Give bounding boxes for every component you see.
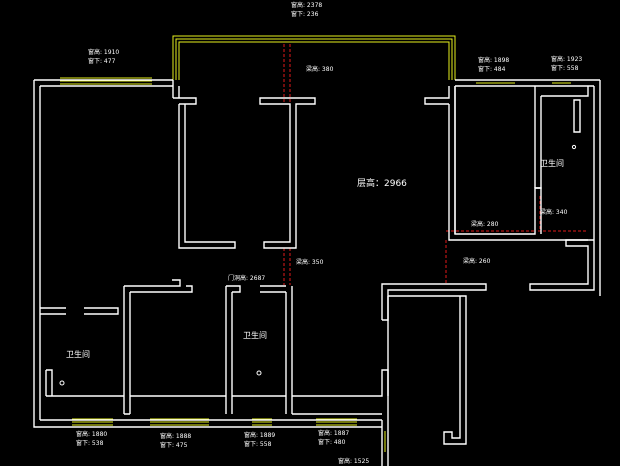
window-sill-top-center: 窗下: 236 xyxy=(291,10,319,18)
beam-label-mid-corridor: 梁高: 350 xyxy=(296,258,324,266)
window-height-bottom2: 窗高: 1888 xyxy=(160,432,191,440)
window-sill-top-left: 窗下: 477 xyxy=(88,57,116,65)
window-height-top-center: 窗高: 2378 xyxy=(291,1,322,9)
window-sill-bottom2: 窗下: 475 xyxy=(160,441,188,449)
window-height-top-right1: 窗高: 1898 xyxy=(478,56,509,64)
beam-label-right-corridor: 梁高: 260 xyxy=(463,257,491,265)
window-sill-top-right2: 窗下: 558 xyxy=(551,64,579,72)
window-height-bottom5: 窗高: 1525 xyxy=(338,457,369,465)
room-label-bathroom-right: 卫生间 xyxy=(540,158,564,168)
ceiling-height-label: 层高：2966 xyxy=(357,177,407,189)
beams xyxy=(283,44,588,285)
window-sill-bottom4: 窗下: 480 xyxy=(318,438,346,446)
beam-label-right-room: 梁高: 280 xyxy=(471,220,499,228)
room-label-bathroom-left: 卫生间 xyxy=(66,349,90,359)
beam-label-top-mid: 梁高: 380 xyxy=(306,65,334,73)
window-sill-bottom3: 窗下: 558 xyxy=(244,440,272,448)
window-sill-top-right1: 窗下: 484 xyxy=(478,65,506,73)
window-height-bottom1: 窗高: 1880 xyxy=(76,430,107,438)
walls xyxy=(33,79,601,466)
window-height-bottom3: 窗高: 1889 xyxy=(244,431,275,439)
window-height-top-left: 窗高: 1910 xyxy=(88,48,119,56)
door-height-label: 门洞高: 2687 xyxy=(228,274,265,282)
window-height-top-right2: 窗高: 1923 xyxy=(551,55,582,63)
beam-label-bath-right: 梁高: 340 xyxy=(540,208,568,216)
window-height-bottom4: 窗高: 1887 xyxy=(318,429,349,437)
fixtures xyxy=(59,144,577,386)
room-label-bathroom-middle: 卫生间 xyxy=(243,330,267,340)
window-sill-bottom1: 窗下: 538 xyxy=(76,439,104,447)
